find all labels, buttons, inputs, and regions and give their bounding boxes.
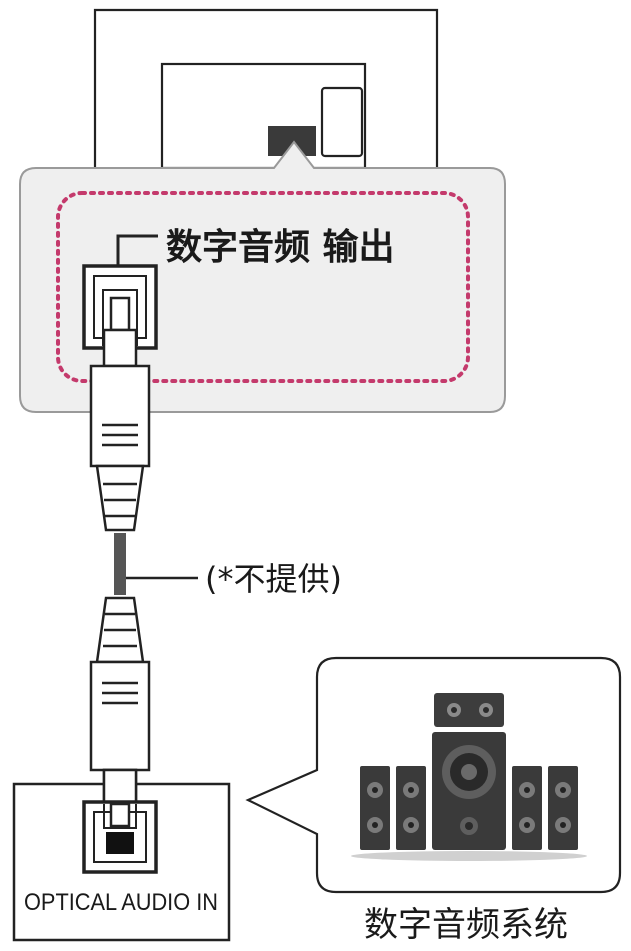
optical-cable-top-plug xyxy=(89,296,151,532)
dotted-highlight-box xyxy=(56,191,470,383)
speaker-system-icon xyxy=(351,693,587,861)
digital-audio-output-label: 数字音频 输出 xyxy=(166,227,395,268)
optical-input-port-icon xyxy=(82,800,158,874)
optical-audio-in-label: OPTICAL AUDIO IN xyxy=(24,889,218,916)
not-supplied-label: (*不提供) xyxy=(205,560,342,598)
label-leader-bracket xyxy=(116,234,158,265)
digital-audio-system-label: 数字音频系统 xyxy=(364,905,568,945)
tv-back-outline xyxy=(93,8,439,170)
optical-cable-line xyxy=(114,533,126,595)
